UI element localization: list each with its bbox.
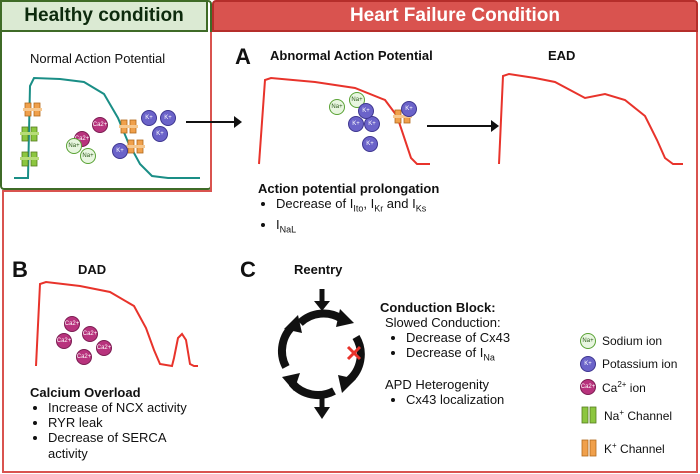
healthy-header: Healthy condition — [0, 0, 208, 32]
ead-title: EAD — [548, 48, 576, 63]
heart-failure-header: Heart Failure Condition — [212, 0, 698, 32]
legend-potassium: K+ Potassium ion — [580, 356, 677, 372]
list-item: Decrease of IIto, IKr and IKs — [276, 196, 426, 217]
na-channel-icon — [20, 151, 39, 167]
sodium-ion-icon: Na+ — [580, 333, 596, 349]
reentry-title: Reentry — [294, 262, 343, 277]
calcium-overload-list: Increase of NCX activity RYR leak Decrea… — [30, 400, 187, 445]
sodium-ion-icon: Na+ — [329, 99, 345, 115]
potassium-ion-icon: K+ — [362, 136, 378, 152]
conduction-block-title: Conduction Block: — [380, 300, 496, 315]
potassium-ion-icon: K+ — [348, 116, 364, 132]
panel-b-letter: B — [12, 257, 28, 282]
dad-title: DAD — [78, 262, 107, 277]
k-channel-icon — [126, 139, 145, 154]
abnormal-ap-diagram — [258, 76, 430, 165]
k-channel-icon — [581, 439, 597, 457]
conduction-block-icon — [346, 345, 362, 361]
normal-ap-trace — [14, 76, 200, 179]
abnormal-ap-title: Abnormal Action Potential — [270, 48, 433, 63]
ead-trace — [498, 72, 683, 165]
k-channel-icon — [23, 102, 42, 117]
calcium-ion-icon: Ca2+ — [64, 316, 80, 332]
prolongation-list: Decrease of IIto, IKr and IKs INaL — [258, 196, 426, 237]
apd-heterogenity-label: APD Heterogenity — [385, 377, 490, 392]
potassium-ion-icon: K+ — [358, 103, 374, 119]
sodium-ion-icon: Na+ — [80, 148, 96, 164]
legend-k-channel: K+ Channel — [580, 439, 677, 457]
arrow-to-abnormal — [186, 116, 242, 128]
na-channel-icon — [581, 406, 597, 424]
abnormal-ap-trace — [258, 76, 430, 165]
potassium-ion-icon: K+ — [364, 116, 380, 132]
calcium-ion-icon: Ca2+ — [56, 333, 72, 349]
list-item: Cx43 localization — [406, 392, 504, 407]
calcium-overload-continuation: activity — [48, 446, 88, 461]
slowed-conduction-label: Slowed Conduction: — [385, 315, 501, 330]
calcium-ion-icon: Ca2+ — [580, 379, 596, 395]
legend-calcium: Ca2+ Ca2+ ion — [580, 379, 646, 395]
panel-a-letter: A — [235, 44, 251, 69]
list-item: Decrease of Cx43 — [406, 330, 510, 345]
slowed-conduction-list: Decrease of Cx43 Decrease of INa — [388, 330, 510, 366]
potassium-ion-icon: K+ — [580, 356, 596, 372]
list-item: Increase of NCX activity — [48, 400, 187, 415]
calcium-ion-icon: Ca2+ — [96, 340, 112, 356]
calcium-ion-icon: Ca2+ — [92, 117, 108, 133]
arrow-to-ead — [427, 120, 499, 132]
prolongation-title: Action potential prolongation — [258, 181, 440, 196]
calcium-ion-icon: Ca2+ — [82, 326, 98, 342]
dad-diagram — [35, 280, 198, 368]
apd-heterogenity-list: Cx43 localization — [388, 392, 504, 407]
potassium-ion-icon: K+ — [401, 101, 417, 117]
potassium-ion-icon: K+ — [141, 110, 157, 126]
legend-na-channel: Na+ Channel — [580, 406, 677, 424]
na-channel-icon — [20, 126, 39, 142]
dad-trace — [35, 280, 198, 368]
list-item: RYR leak — [48, 415, 187, 430]
potassium-ion-icon: K+ — [112, 143, 128, 159]
reentry-diagram — [278, 289, 365, 419]
list-item: Decrease of SERCA — [48, 430, 187, 445]
normal-ap-diagram — [14, 76, 200, 179]
list-item: INaL — [276, 217, 426, 238]
calcium-ion-icon: Ca2+ — [76, 349, 92, 365]
list-item: Decrease of INa — [406, 345, 510, 366]
legend-sodium: Na+ Sodium ion — [580, 333, 677, 349]
potassium-ion-icon: K+ — [152, 126, 168, 142]
sodium-ion-icon: Na+ — [66, 138, 82, 154]
ead-diagram — [498, 72, 683, 165]
potassium-ion-icon: K+ — [160, 110, 176, 126]
legend: Na+ Sodium ion K+ Potassium ion Ca2+ Ca2… — [580, 333, 677, 457]
calcium-overload-title: Calcium Overload — [30, 385, 141, 400]
panel-c-letter: C — [240, 257, 256, 282]
normal-ap-title: Normal Action Potential — [30, 51, 166, 66]
k-channel-icon — [119, 119, 138, 134]
